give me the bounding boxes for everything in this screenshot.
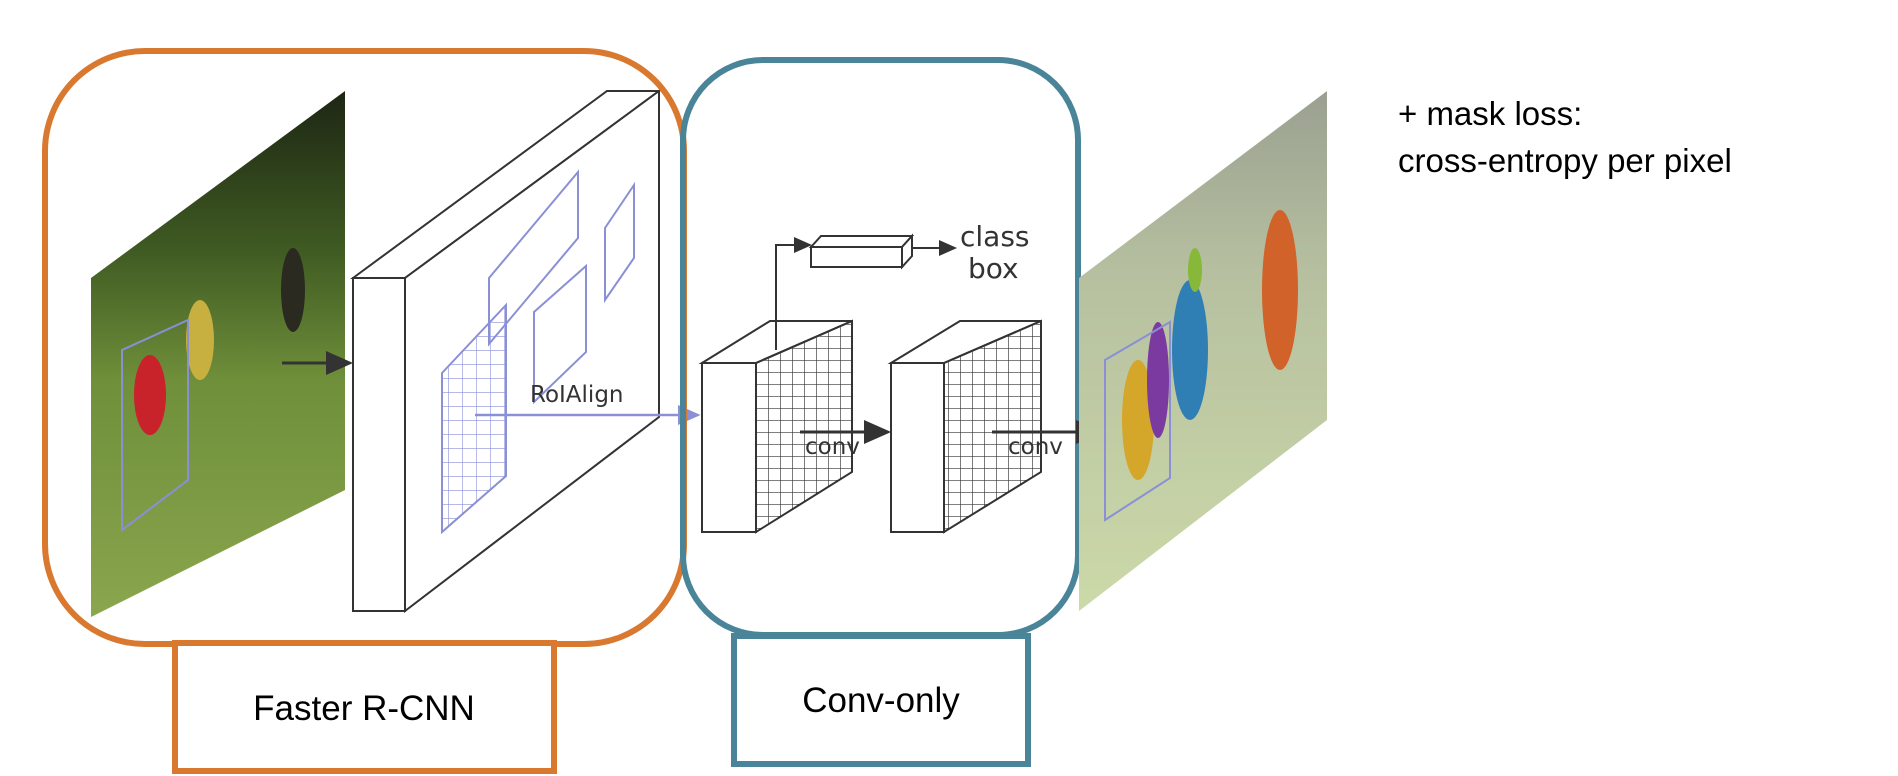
mask-purple (1147, 322, 1169, 438)
class-label: class (960, 220, 1030, 253)
bounding-box (1104, 320, 1171, 522)
conv-label-2: conv (1008, 434, 1063, 460)
feature-map (349, 89, 663, 614)
player-runner (281, 248, 305, 332)
mask-loss-label: + mask loss: (1398, 95, 1582, 132)
mask-loss-description: cross-entropy per pixel (1398, 142, 1732, 179)
head-branch-arrow (775, 237, 812, 350)
output-mask-image (1079, 91, 1327, 611)
roi-proposal (604, 181, 635, 304)
input-image (91, 91, 345, 617)
roi-proposal (533, 263, 587, 405)
mask-green (1188, 248, 1202, 292)
conv-label-1: conv (805, 434, 860, 460)
player-red (134, 355, 166, 435)
conv-only-label: Conv-only (802, 681, 960, 720)
conv-only-label-box (731, 633, 1031, 767)
mask-blue (1172, 280, 1208, 420)
roialign-label: RoIAlign (530, 382, 624, 408)
roi-grid (441, 302, 507, 535)
faster-rcnn-label-box (172, 640, 557, 774)
player-yellow (186, 300, 214, 380)
fc-head-block (808, 233, 915, 270)
conv-feature-block-1 (698, 319, 853, 534)
conv-feature-block-2 (887, 319, 1042, 534)
faster-rcnn-label: Faster R-CNN (253, 689, 475, 728)
bounding-box (121, 318, 189, 533)
mask-yellow (1122, 360, 1154, 480)
box-label: box (968, 252, 1019, 285)
mask-orange (1262, 210, 1298, 370)
